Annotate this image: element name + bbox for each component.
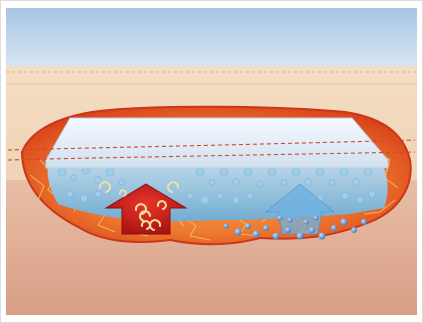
sky-band	[6, 8, 417, 74]
